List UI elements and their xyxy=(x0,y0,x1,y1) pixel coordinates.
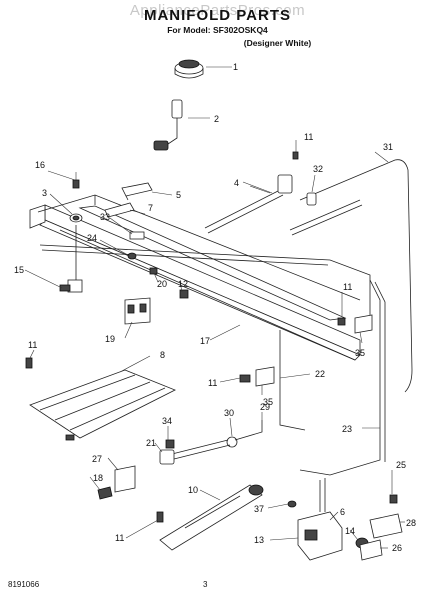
frame-rail xyxy=(39,244,371,330)
valve-assembly-left xyxy=(59,172,83,293)
callout-label: 21 xyxy=(146,438,156,448)
bracket-7 xyxy=(104,202,135,218)
model-line: For Model: SF302OSKQ4 xyxy=(167,25,268,35)
page-title: MANIFOLD PARTS xyxy=(143,7,292,24)
callout-label: 8 xyxy=(160,350,165,360)
gas-tube xyxy=(289,199,361,231)
callout-label: 11 xyxy=(343,282,352,292)
callout-label: 11 xyxy=(304,132,313,142)
callout-label: 13 xyxy=(254,535,264,545)
callout-label: 37 xyxy=(254,504,264,514)
bracket-19 xyxy=(124,297,151,325)
heat-shield-8 xyxy=(29,369,176,441)
callout-label: 4 xyxy=(234,178,239,188)
fitting-32 xyxy=(306,192,317,206)
callout-label: 23 xyxy=(342,424,352,434)
screw-part xyxy=(292,140,299,160)
screw-12 xyxy=(179,289,189,299)
callout-label: 27 xyxy=(92,454,102,464)
callout-label: 11 xyxy=(115,533,124,543)
callout-label: 2 xyxy=(214,114,219,124)
callout-label: 11 xyxy=(28,340,37,350)
callout-label: 20 xyxy=(157,279,167,289)
callout-label: 26 xyxy=(392,543,402,553)
part-37 xyxy=(287,500,297,508)
screw-20 xyxy=(149,267,158,275)
screw-25 xyxy=(389,494,398,504)
callout-label: 3 xyxy=(42,188,47,198)
callout-label: 35 xyxy=(355,348,365,358)
variant-line: (Designer White) xyxy=(243,38,312,48)
callout-label: 31 xyxy=(383,142,393,152)
tube-31 xyxy=(299,159,413,393)
callout-label: 7 xyxy=(148,203,153,213)
tube-22 xyxy=(279,330,306,431)
callout-labels: 1 2 11 32 31 16 3 4 5 7 33 24 20 12 15 1… xyxy=(14,62,416,553)
page-number: 3 xyxy=(203,580,208,589)
manifold-panel-17 xyxy=(29,204,361,361)
screw-11-right xyxy=(337,317,346,326)
bracket-5 xyxy=(121,182,173,201)
orifice-elbow-part xyxy=(153,99,210,151)
callout-label: 12 xyxy=(178,279,188,289)
callout-label: 35 xyxy=(263,397,273,407)
callout-label: 22 xyxy=(315,369,325,379)
leader-lines xyxy=(24,170,405,549)
callout-label: 5 xyxy=(176,190,181,200)
callout-label: 18 xyxy=(93,473,103,483)
part-18 xyxy=(97,486,113,500)
callout-label: 34 xyxy=(162,416,172,426)
document-number: 8191066 xyxy=(8,580,40,589)
callout-label: 1 xyxy=(233,62,238,72)
tube-23 xyxy=(299,279,381,476)
callout-label: 24 xyxy=(87,233,97,243)
callout-label: 15 xyxy=(14,265,24,275)
part-26 xyxy=(359,539,383,561)
part-24 xyxy=(127,252,137,260)
burner-cap-part xyxy=(174,59,232,79)
screw-11-left xyxy=(25,357,33,369)
callout-label: 30 xyxy=(224,408,234,418)
valve-tube-assembly xyxy=(159,420,263,465)
clip-35-mid xyxy=(255,366,275,387)
screw-11-mid xyxy=(239,374,251,383)
part-33 xyxy=(129,231,145,240)
screw-11-lower xyxy=(156,511,164,523)
watermark: AppliancePartsPros.com xyxy=(129,2,306,19)
callout-label: 6 xyxy=(340,507,345,517)
part-28 xyxy=(369,513,403,539)
callout-label: 17 xyxy=(200,336,210,346)
callout-label: 25 xyxy=(396,460,406,470)
callout-label: 33 xyxy=(100,212,110,222)
clip-35 xyxy=(354,314,373,334)
callout-label: 16 xyxy=(35,160,45,170)
manifold-tube-4 xyxy=(204,174,293,234)
callout-label: 29 xyxy=(260,402,270,412)
callout-label: 11 xyxy=(208,378,217,388)
callout-label: 28 xyxy=(406,518,416,528)
callout-label: 19 xyxy=(105,334,115,344)
valve-block-13 xyxy=(297,478,343,561)
burner-tube-10 xyxy=(159,484,264,551)
callout-label: 10 xyxy=(188,485,198,495)
callout-label: 32 xyxy=(313,164,323,174)
bracket-27 xyxy=(114,465,136,493)
callout-label: 14 xyxy=(345,526,355,536)
